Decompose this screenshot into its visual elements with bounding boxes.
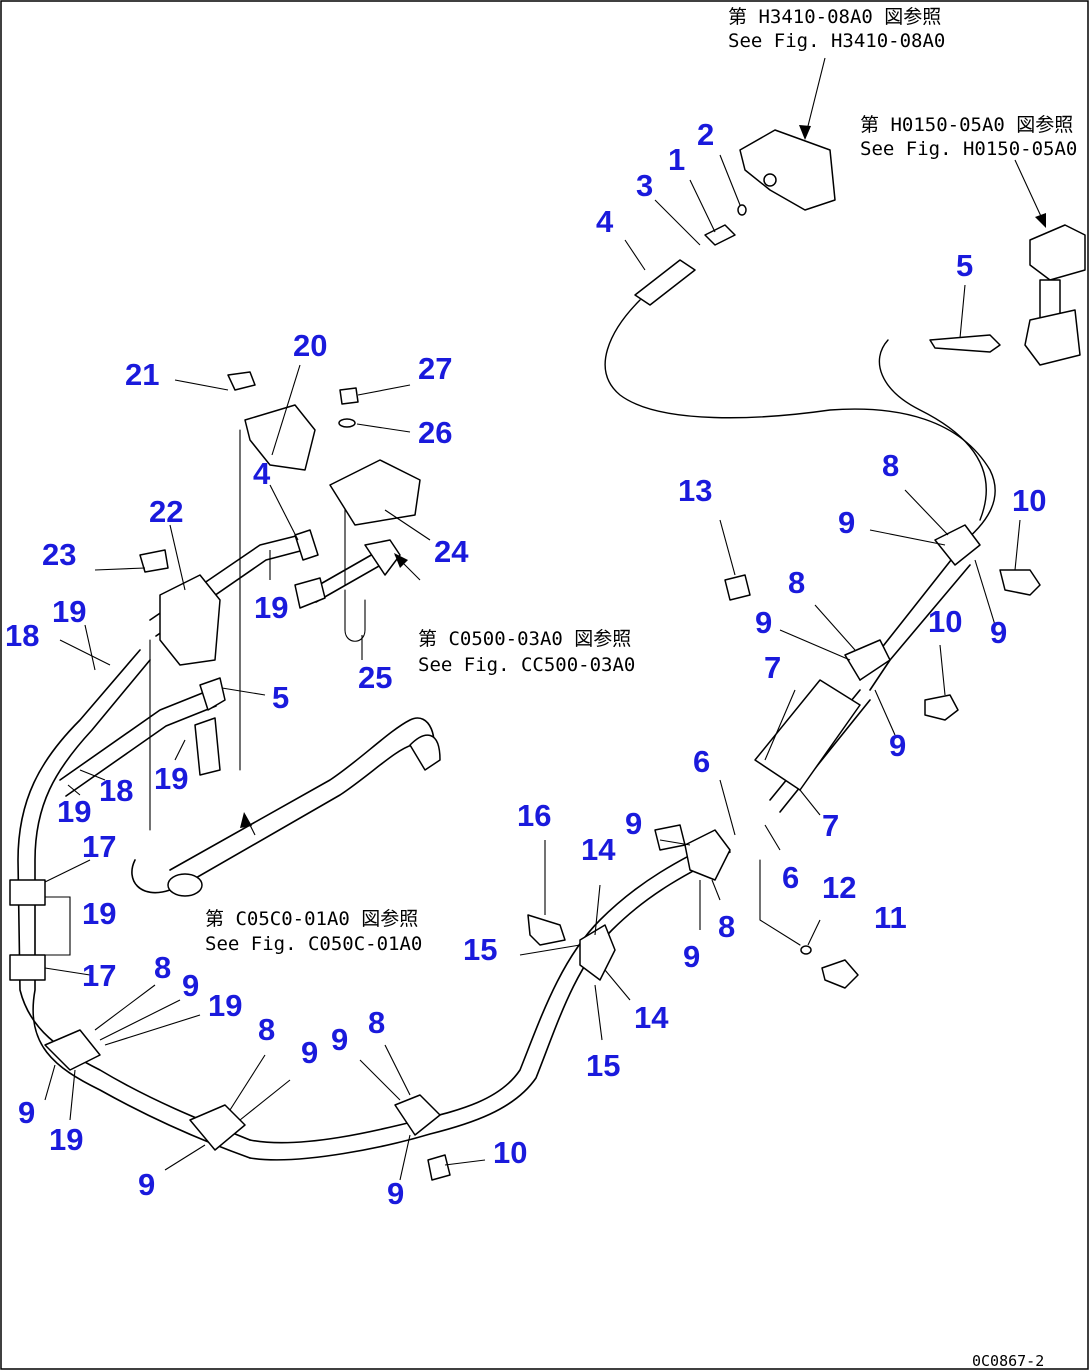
callout-9: 9 (755, 605, 772, 640)
callout-20: 20 (293, 328, 327, 363)
callout-7: 7 (822, 808, 839, 843)
callout-9: 9 (838, 505, 855, 540)
callout-10: 10 (1012, 483, 1046, 518)
callout-10: 10 (493, 1135, 527, 1170)
callout-14: 14 (634, 1000, 669, 1035)
callout-26: 26 (418, 415, 452, 450)
callout-8: 8 (154, 950, 171, 985)
hose-lines (17, 299, 996, 1161)
callout-13: 13 (678, 473, 712, 508)
callout-23: 23 (42, 537, 76, 572)
callout-9: 9 (138, 1167, 155, 1202)
figure-references: 第 H3410-08A0 図参照 See Fig. H3410-08A0 第 H… (205, 6, 1077, 955)
callout-8: 8 (882, 448, 899, 483)
ref-r2-jp: 第 H0150-05A0 図参照 (860, 114, 1073, 136)
callout-24: 24 (434, 534, 469, 569)
callout-2: 2 (697, 117, 714, 152)
ref-r3-en: See Fig. CC500-03A0 (418, 654, 635, 676)
callout-7: 7 (764, 650, 781, 685)
callout-21: 21 (125, 357, 159, 392)
callout-5: 5 (272, 680, 289, 715)
parts (9, 129, 1086, 1181)
drawing-code: 0C0867-2 (972, 1352, 1044, 1370)
callout-9: 9 (889, 728, 906, 763)
callout-8: 8 (718, 909, 735, 944)
callout-11: 11 (874, 900, 907, 935)
ref-r1-jp: 第 H3410-08A0 図参照 (728, 6, 941, 28)
callout-19: 19 (254, 590, 288, 625)
callout-6: 6 (693, 744, 710, 779)
callout-9: 9 (182, 968, 199, 1003)
leader-lines (44, 57, 1046, 1181)
callout-15: 15 (586, 1048, 620, 1083)
callout-18: 18 (5, 618, 39, 653)
ref-r4-jp: 第 C05C0-01A0 図参照 (205, 908, 418, 930)
ref-r4-en: See Fig. C050C-01A0 (205, 933, 422, 955)
callout-12: 12 (822, 870, 856, 905)
callout-27: 27 (418, 351, 452, 386)
callout-3: 3 (636, 168, 653, 203)
callout-9: 9 (625, 806, 642, 841)
ref-r1-en: See Fig. H3410-08A0 (728, 30, 945, 52)
callout-4: 4 (253, 456, 271, 491)
callout-19: 19 (208, 988, 242, 1023)
callout-4: 4 (596, 204, 614, 239)
callout-19: 19 (82, 896, 116, 931)
callout-25: 25 (358, 660, 392, 695)
ref-r2-en: See Fig. H0150-05A0 (860, 138, 1077, 160)
callout-5: 5 (956, 248, 973, 283)
callout-14: 14 (581, 832, 616, 867)
callout-17: 17 (82, 829, 116, 864)
callout-19: 19 (49, 1122, 83, 1157)
callout-6: 6 (782, 860, 799, 895)
callout-numbers: 1 2 3 4 5 4 5 6 6 7 7 8 8 8 8 8 8 9 9 9 … (5, 117, 1046, 1211)
callout-15: 15 (463, 932, 497, 967)
callout-19: 19 (52, 594, 86, 629)
ref-r3-jp: 第 C0500-03A0 図参照 (418, 628, 631, 650)
callout-9: 9 (683, 939, 700, 974)
callout-9: 9 (387, 1176, 404, 1211)
callout-9: 9 (331, 1022, 348, 1057)
callout-16: 16 (517, 798, 551, 833)
callout-8: 8 (368, 1005, 385, 1040)
callout-9: 9 (18, 1095, 35, 1130)
callout-8: 8 (788, 565, 805, 600)
callout-9: 9 (990, 615, 1007, 650)
callout-17: 17 (82, 958, 116, 993)
reference-arrows (240, 125, 1046, 828)
callout-19: 19 (154, 761, 188, 796)
callout-10: 10 (928, 604, 962, 639)
callout-1: 1 (668, 142, 685, 177)
callout-19: 19 (57, 794, 91, 829)
callout-9: 9 (301, 1035, 318, 1070)
callout-18: 18 (99, 773, 133, 808)
callout-22: 22 (149, 494, 183, 529)
callout-8: 8 (258, 1012, 275, 1047)
